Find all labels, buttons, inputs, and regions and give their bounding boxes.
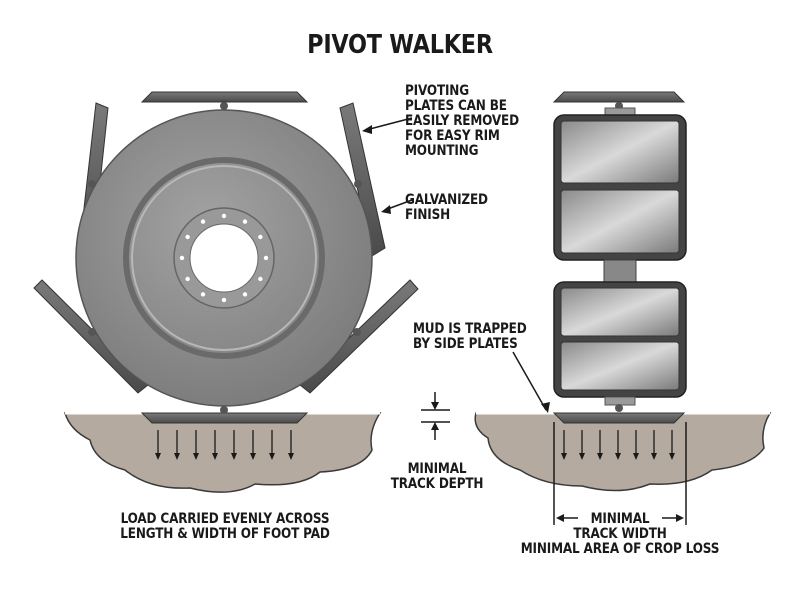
load-arrow-head — [212, 453, 218, 460]
lug-bolt — [258, 234, 263, 240]
diagram-title: PIVOT WALKER — [307, 30, 493, 60]
load-arrows-right — [561, 430, 675, 460]
lug-bolt — [221, 297, 227, 303]
lug-bolt — [200, 219, 206, 224]
lug-bolt — [185, 234, 190, 240]
leader-lines — [362, 117, 550, 413]
wheel-ridge-highlight — [131, 165, 317, 351]
load-arrow-head — [288, 453, 294, 460]
front-bracket-bottom — [604, 396, 636, 406]
load-arrow-head — [579, 453, 585, 460]
pivot-pins-left — [88, 102, 362, 414]
load-arrow-head — [250, 453, 256, 460]
wheel-ridge — [123, 157, 325, 359]
track-depth-marker — [421, 392, 450, 440]
hub-hole — [189, 223, 259, 293]
front-plate-top — [552, 91, 686, 103]
load-arrow-head — [174, 453, 180, 460]
lug-bolt — [221, 213, 227, 219]
load-arrow-head — [231, 453, 237, 460]
ground-left — [63, 412, 382, 493]
lug-bolt — [200, 292, 206, 297]
label-galvanized-finish: GALVANIZED FINISH — [405, 192, 488, 223]
label-track-depth: MINIMAL TRACK DEPTH — [390, 461, 484, 492]
axle — [603, 259, 637, 283]
label-pivoting-plates: PIVOTING PLATES CAN BE EASILY REMOVED FO… — [405, 83, 519, 159]
label-mud-trapped: MUD IS TRAPPED BY SIDE PLATES — [413, 321, 527, 352]
lug-bolt — [242, 292, 248, 297]
wheel-front-upper — [553, 114, 687, 261]
lug-bolt — [242, 219, 248, 224]
plate-top — [140, 91, 309, 103]
label-load-carried: LOAD CARRIED EVENLY ACROSS LENGTH & WIDT… — [120, 511, 330, 542]
lug-bolt — [258, 276, 263, 282]
load-arrows-left — [155, 430, 294, 460]
load-arrow-head — [193, 453, 199, 460]
ground-right — [474, 412, 772, 492]
load-arrow-head — [561, 453, 567, 460]
lug-bolts — [179, 213, 269, 303]
wheel-front-lower — [553, 281, 687, 398]
plate-lower-right — [299, 279, 419, 394]
load-arrow-head — [669, 453, 675, 460]
load-arrow-head — [155, 453, 161, 460]
load-arrow-head — [633, 453, 639, 460]
load-arrow-head — [597, 453, 603, 460]
plate-bottom — [140, 412, 309, 424]
front-pivot-bottom — [615, 404, 623, 412]
load-arrow-head — [269, 453, 275, 460]
lug-bolt — [263, 255, 269, 261]
label-track-width: MINIMAL TRACK WIDTH MINIMAL AREA OF CROP… — [520, 511, 720, 557]
load-arrow-head — [615, 453, 621, 460]
load-arrow-head — [651, 453, 657, 460]
front-plate-bottom — [552, 412, 686, 424]
track-width-marker — [553, 422, 687, 525]
lug-bolt — [179, 255, 185, 261]
lug-bolt — [185, 276, 190, 282]
